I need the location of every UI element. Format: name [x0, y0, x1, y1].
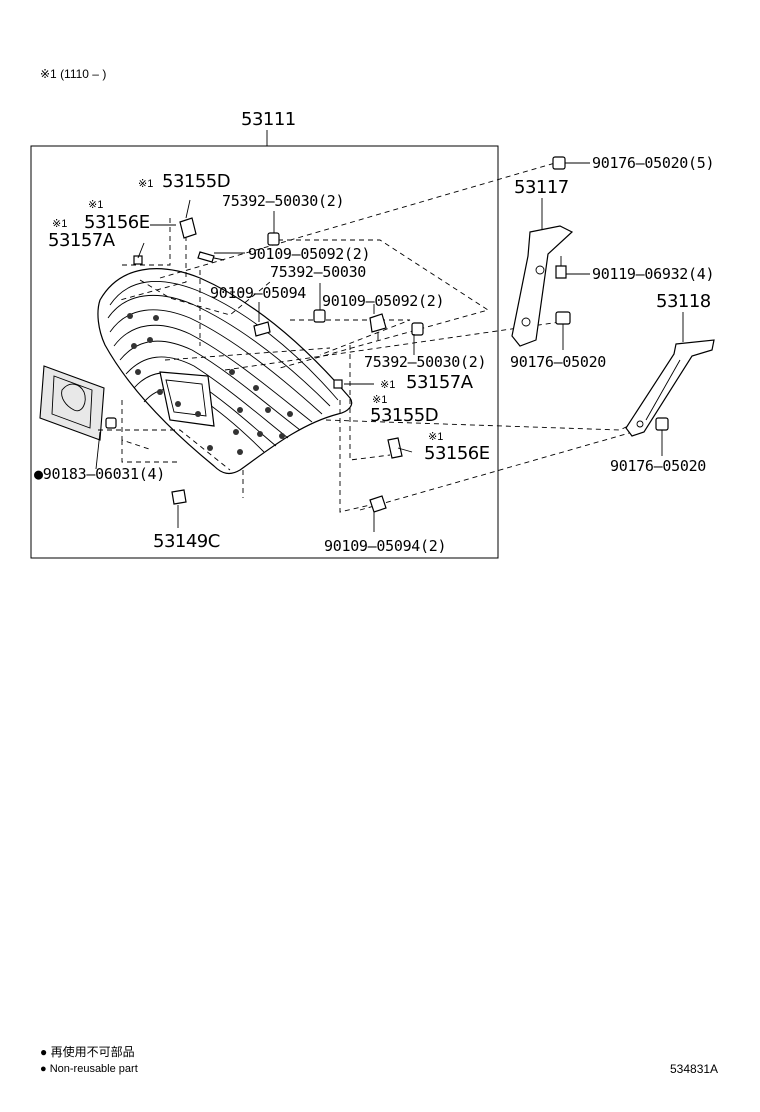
label-53155D-mid: 53155D [370, 405, 439, 426]
label-90176-05020-5: 90176–05020(5) [592, 154, 715, 172]
label-53157A-top: 53157A [48, 230, 115, 251]
label-53149C: 53149C [153, 531, 220, 552]
label-53156E-mid: 53156E [424, 443, 490, 464]
label-90176-05020-a: 90176–05020 [510, 353, 607, 371]
label-53111: 53111 [241, 109, 296, 130]
label-90109-05092-2-top: 90109–05092(2) [248, 245, 371, 263]
mark-53155D-top: ※1 [138, 178, 154, 190]
label-53117: 53117 [514, 177, 569, 198]
diagram-id: 534831A [670, 1062, 719, 1076]
mark-53156E-mid: ※1 [428, 431, 444, 443]
label-53155D-top: 53155D [162, 171, 231, 192]
note-header: ※1 (1110 – ) [40, 67, 107, 81]
right-fasteners [552, 156, 669, 431]
label-53157A-mid: 53157A [406, 372, 473, 393]
label-53118: 53118 [656, 291, 711, 312]
label-90119-06932-4: 90119–06932(4) [592, 265, 715, 283]
label-90183-06031-4: ●90183–06031(4) [34, 465, 165, 483]
mark-53156E-top: ※1 [88, 199, 104, 211]
bracket-53118 [625, 339, 715, 437]
grille-assembly [97, 268, 353, 475]
label-90176-05020-b: 90176–05020 [610, 457, 707, 475]
mark-53157A-mid: ※1 [380, 379, 396, 391]
label-90109-05094: 90109–05094 [210, 284, 307, 302]
label-75392-50030-2-mid: 75392–50030(2) [364, 353, 487, 371]
label-90109-05094-2: 90109–05094(2) [324, 537, 447, 555]
leader-lines [95, 162, 684, 532]
label-75392-50030: 75392–50030 [270, 263, 367, 281]
label-53156E-top: 53156E [84, 212, 150, 233]
label-75392-50030-2-top: 75392–50030(2) [222, 192, 345, 210]
fasteners [105, 217, 424, 513]
legend-english: ● Non-reusable part [40, 1063, 138, 1075]
mark-53157A-top: ※1 [52, 218, 68, 230]
label-90109-05092-2-mid: 90109–05092(2) [322, 292, 445, 310]
legend-japanese: ● 再使用不可部品 [40, 1045, 135, 1059]
bracket-53117 [511, 225, 574, 347]
emblem-part [39, 365, 105, 441]
assembly-box [30, 145, 499, 559]
mark-53155D-mid: ※1 [372, 394, 388, 406]
